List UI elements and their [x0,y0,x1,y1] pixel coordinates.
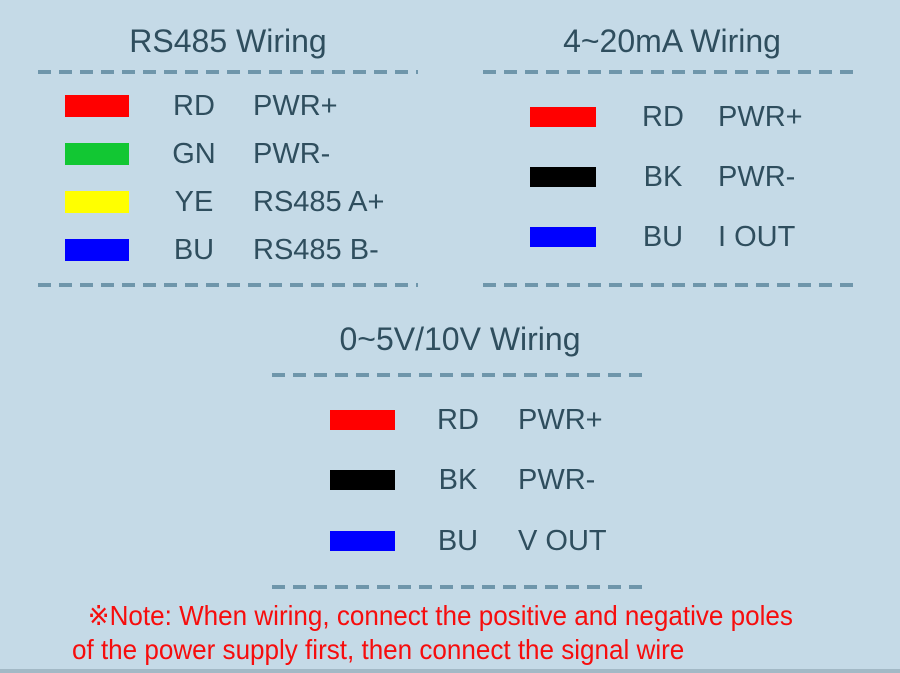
wire-color-swatch-red [530,107,596,127]
wire-row: YE RS485 A+ [38,185,418,218]
wire-row: RD PWR+ [272,403,648,436]
dashed-divider [483,70,861,74]
wire-abbr: RD [437,403,479,436]
wire-color-swatch-black [330,470,395,490]
wire-signal: RS485 B- [253,233,379,266]
wire-signal: PWR- [518,463,596,496]
wire-row: RD PWR+ [38,89,418,122]
wire-color-swatch-green [65,143,129,165]
wire-row: BU I OUT [483,220,861,253]
wire-color-swatch-black [530,167,596,187]
wire-signal: PWR- [253,137,331,170]
wire-row: GN PWR- [38,137,418,170]
wire-color-swatch-blue [330,531,395,551]
wire-color-swatch-blue [65,239,129,261]
section-title-rs485: RS485 Wiring [129,23,327,59]
section-0-5v-10v-wiring: 0~5V/10V Wiring RD PWR+ BK PWR- BU V OUT [272,0,648,673]
wire-abbr: GN [172,137,216,170]
wire-row: BK PWR- [483,160,861,193]
dashed-divider [483,283,861,287]
wire-signal: RS485 A+ [253,185,385,218]
wire-row: RD PWR+ [483,100,861,133]
note-line-2: of the power supply first, then connect … [72,634,685,665]
bottom-edge-strip [0,669,900,673]
wire-abbr: BU [173,233,215,266]
wire-row: BU RS485 B- [38,233,418,266]
wire-color-swatch-red [330,410,395,430]
dashed-divider [38,283,418,287]
wire-signal: PWR+ [253,89,338,122]
dashed-divider [38,70,418,74]
wire-abbr: BK [438,463,478,496]
wire-abbr: BU [437,524,479,557]
dashed-divider [272,373,648,377]
wire-signal: PWR+ [518,403,603,436]
section-4-20ma-wiring: 4~20mA Wiring RD PWR+ BK PWR- BU I OUT [483,0,861,673]
wire-abbr: BK [643,160,683,193]
wiring-note: ※Note: When wiring, connect the positive… [72,599,793,667]
wire-row: BU V OUT [272,524,648,557]
wire-row: BK PWR- [272,463,648,496]
wire-signal: PWR- [718,160,796,193]
wire-abbr: BU [642,220,684,253]
wire-color-swatch-blue [530,227,596,247]
wire-signal: PWR+ [718,100,803,133]
section-title-0-5v-10v: 0~5V/10V Wiring [339,321,581,357]
wire-abbr: RD [173,89,215,122]
wire-abbr: RD [642,100,684,133]
wire-signal: I OUT [718,220,796,253]
section-rs485-wiring: RS485 Wiring RD PWR+ GN PWR- YE RS485 A+… [38,0,418,673]
wire-signal: V OUT [518,524,607,557]
wire-color-swatch-yellow [65,191,129,213]
note-line-1: ※Note: When wiring, connect the positive… [87,600,793,631]
wire-color-swatch-red [65,95,129,117]
dashed-divider [272,585,648,589]
section-title-4-20ma: 4~20mA Wiring [563,23,781,59]
wire-abbr: YE [174,185,214,218]
